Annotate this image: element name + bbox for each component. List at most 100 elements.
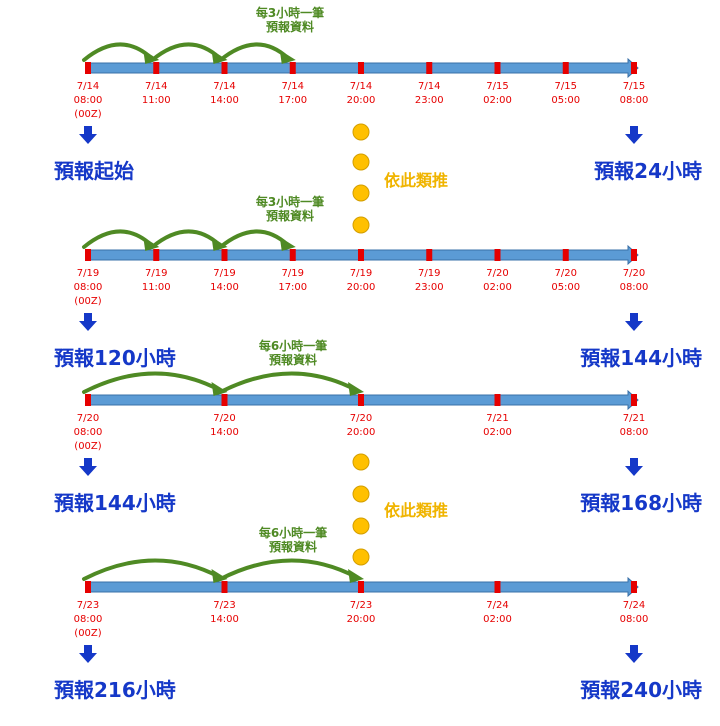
tick-date-label: 7/14 xyxy=(213,81,235,92)
tick-mark xyxy=(631,62,637,74)
tick-time-label: 08:00 xyxy=(74,614,103,625)
forecast-start-label: 預報216小時 xyxy=(54,678,176,702)
tick-mark xyxy=(221,394,228,406)
interval-note-line1: 每3小時一筆 xyxy=(256,194,324,209)
tick-date-label: 7/21 xyxy=(623,413,645,424)
start-down-arrow xyxy=(79,126,97,144)
tick-mark xyxy=(221,581,228,593)
tick-mark xyxy=(494,249,501,261)
rows-layer: 7/1408:00(00Z)7/1411:007/1414:007/1417:0… xyxy=(54,5,702,702)
tick-date-label: 7/20 xyxy=(350,413,372,424)
tick-time-label: 14:00 xyxy=(210,95,239,106)
tick-date-label: 7/20 xyxy=(623,268,645,279)
tick-date-label: 7/14 xyxy=(282,81,304,92)
tick-time-label: 05:00 xyxy=(551,95,580,106)
tick-time-label: 23:00 xyxy=(415,95,444,106)
tick-time-label: 08:00 xyxy=(620,282,649,293)
tick-time-label: 08:00 xyxy=(74,427,103,438)
tick-time-label: 17:00 xyxy=(278,95,307,106)
forecast-end-label: 預報240小時 xyxy=(580,678,702,702)
forecast-start-label: 預報144小時 xyxy=(54,491,176,515)
interval-curve-arrow xyxy=(218,558,358,581)
interval-note-line2: 預報資料 xyxy=(269,539,317,554)
forecast-start-label: 預報起始 xyxy=(54,159,134,183)
interval-arrowhead xyxy=(348,382,364,396)
analogy-label: 依此類推 xyxy=(384,501,448,520)
tick-mark xyxy=(358,394,364,406)
start-down-arrow xyxy=(79,313,97,331)
tick-date-label: 7/20 xyxy=(77,413,99,424)
interval-arrowhead xyxy=(143,50,160,64)
interval-curve-arrow xyxy=(218,42,290,62)
tick-mark xyxy=(358,249,364,261)
interval-arrowhead xyxy=(211,50,228,64)
continuation-dot xyxy=(352,184,370,202)
tick-mark xyxy=(426,249,433,261)
continuation-dot xyxy=(352,548,370,566)
interval-curve-arrow xyxy=(82,42,154,62)
tick-date-label: 7/19 xyxy=(145,268,167,279)
tick-time-label: 08:00 xyxy=(620,95,649,106)
tick-utc-label: (00Z) xyxy=(74,296,101,307)
interval-curve-arrow xyxy=(150,42,222,62)
continuation-dot xyxy=(352,123,370,141)
tick-mark xyxy=(221,249,228,261)
end-down-arrow xyxy=(625,645,643,663)
interval-arrowhead xyxy=(348,569,364,583)
tick-mark xyxy=(153,62,160,74)
interval-arrowhead xyxy=(143,237,160,251)
tick-time-label: 02:00 xyxy=(483,282,512,293)
tick-utc-label: (00Z) xyxy=(74,109,101,120)
tick-time-label: 14:00 xyxy=(210,282,239,293)
tick-time-label: 20:00 xyxy=(347,95,376,106)
tick-mark xyxy=(494,62,501,74)
tick-time-label: 20:00 xyxy=(347,427,376,438)
timeline-row: 7/1908:00(00Z)7/1911:007/1914:007/1917:0… xyxy=(54,194,702,370)
tick-time-label: 23:00 xyxy=(415,282,444,293)
tick-mark xyxy=(631,581,637,593)
interval-curve-arrow xyxy=(82,229,154,249)
tick-mark xyxy=(85,581,91,593)
tick-mark xyxy=(85,62,91,74)
tick-time-label: 14:00 xyxy=(210,427,239,438)
tick-date-label: 7/20 xyxy=(486,268,508,279)
tick-mark xyxy=(631,394,637,406)
tick-utc-label: (00Z) xyxy=(74,441,101,452)
interval-arrowhead xyxy=(211,237,228,251)
tick-mark xyxy=(426,62,433,74)
tick-mark xyxy=(85,249,91,261)
interval-curve-arrow xyxy=(150,229,222,249)
continuation-dot xyxy=(352,517,370,535)
tick-time-label: 08:00 xyxy=(620,427,649,438)
interval-curve-arrow xyxy=(82,371,222,394)
continuation-dot xyxy=(352,153,370,171)
tick-date-label: 7/14 xyxy=(145,81,167,92)
end-down-arrow xyxy=(625,458,643,476)
tick-utc-label: (00Z) xyxy=(74,628,101,639)
tick-date-label: 7/20 xyxy=(555,268,577,279)
tick-time-label: 20:00 xyxy=(347,614,376,625)
tick-date-label: 7/24 xyxy=(486,600,508,611)
tick-mark xyxy=(221,62,228,74)
tick-date-label: 7/20 xyxy=(213,413,235,424)
tick-date-label: 7/14 xyxy=(77,81,99,92)
interval-note-line1: 每6小時一筆 xyxy=(259,525,327,540)
continuation-dot xyxy=(352,453,370,471)
forecast-end-label: 預報144小時 xyxy=(580,346,702,370)
interval-note-line1: 每3小時一筆 xyxy=(256,5,324,20)
tick-time-label: 20:00 xyxy=(347,282,376,293)
tick-mark xyxy=(153,249,160,261)
tick-mark xyxy=(85,394,91,406)
tick-date-label: 7/19 xyxy=(418,268,440,279)
tick-date-label: 7/23 xyxy=(350,600,372,611)
tick-time-label: 02:00 xyxy=(483,95,512,106)
tick-time-label: 02:00 xyxy=(483,614,512,625)
timeline-row: 7/2308:00(00Z)7/2314:007/2320:007/2402:0… xyxy=(54,525,702,702)
forecast-end-label: 預報24小時 xyxy=(594,159,702,183)
timeline-row: 7/2008:00(00Z)7/2014:007/2020:007/2102:0… xyxy=(54,338,702,515)
tick-time-label: 05:00 xyxy=(551,282,580,293)
tick-mark xyxy=(562,62,569,74)
interval-arrowhead xyxy=(279,237,296,251)
